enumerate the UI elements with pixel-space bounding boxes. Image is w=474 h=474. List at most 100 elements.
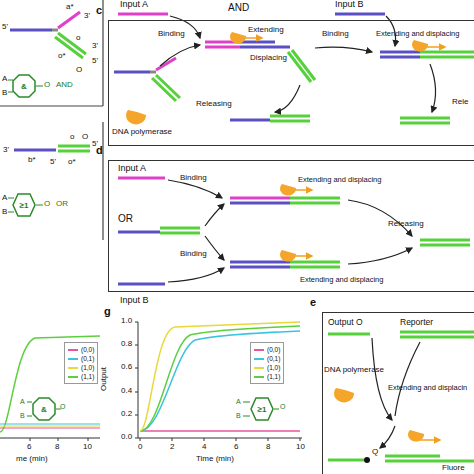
text-label: me (min) xyxy=(16,455,48,463)
text-label: Time (min) xyxy=(196,455,234,463)
legend-line xyxy=(68,349,78,351)
text-label: 5' xyxy=(92,140,98,148)
text-label: Binding xyxy=(322,30,349,38)
text-label: Output O xyxy=(328,318,363,327)
text-label: Releasing xyxy=(388,220,424,228)
text-label: Binding xyxy=(180,174,207,182)
text-label: 8 xyxy=(266,443,270,451)
text-label: A xyxy=(2,75,7,83)
legend-line xyxy=(254,349,264,351)
text-label: Extending and displacing xyxy=(376,30,459,38)
text-label: o* xyxy=(58,52,66,60)
gate-symbol: ≥1 xyxy=(20,201,29,210)
legend-text: (0,1) xyxy=(81,354,94,363)
text-label: B xyxy=(2,89,7,97)
text-label: 1.0 xyxy=(121,317,132,325)
panel-box: e xyxy=(322,312,474,474)
text-label: g xyxy=(104,306,111,317)
logic-gate: & xyxy=(12,74,36,98)
text-label: Extending xyxy=(248,26,284,34)
gate-pin: O xyxy=(280,403,285,410)
text-label: O xyxy=(76,66,82,74)
gate-pin: O xyxy=(44,81,50,89)
text-label: Q xyxy=(372,448,378,456)
legend-row: (0,1) xyxy=(254,354,280,363)
text-label: B xyxy=(2,208,7,216)
text-label: DNA polymerase xyxy=(112,128,172,136)
legend-row: (1,1) xyxy=(254,372,280,381)
legend-text: (1,0) xyxy=(81,363,94,372)
text-label: 0 xyxy=(138,443,142,451)
text-label: 0.6 xyxy=(121,363,132,371)
gate-pin: B xyxy=(236,412,241,419)
text-label: Input B xyxy=(335,0,364,9)
panel-letter: c xyxy=(96,4,102,16)
axis-title: Output xyxy=(100,367,108,391)
text-label: o xyxy=(70,133,74,141)
legend-row: (1,1) xyxy=(68,372,94,381)
text-label: 5' xyxy=(92,57,98,65)
gate-symbol: ≥1 xyxy=(258,405,267,414)
legend-line xyxy=(68,358,78,360)
legend-text: (0,0) xyxy=(81,345,94,354)
text-label: 10 xyxy=(83,443,92,451)
text-label: 6 xyxy=(27,443,31,451)
text-label: 0.0 xyxy=(121,433,132,441)
text-label: 4 xyxy=(202,443,206,451)
text-label: 3' xyxy=(3,146,9,154)
text-label: Input B xyxy=(120,296,149,305)
legend-line xyxy=(68,367,78,369)
text-label: 0.4 xyxy=(121,387,132,395)
legend-text: (1,0) xyxy=(267,363,280,372)
logic-gate: ≥1 xyxy=(12,193,36,217)
text-label: Extending and displacin xyxy=(388,384,467,392)
text-label: Rele xyxy=(452,98,468,106)
text-label: o* xyxy=(68,158,76,166)
legend-text: (1,1) xyxy=(81,372,94,381)
chart-legend: (0,0)(0,1)(1,0)(1,1) xyxy=(64,342,98,384)
text-label: 5' xyxy=(2,23,8,31)
gate-pin: OR xyxy=(56,200,68,208)
text-label: 0.2 xyxy=(121,410,132,418)
text-label: DNA polymerase xyxy=(324,366,384,374)
text-label: Input A xyxy=(120,0,148,9)
legend-line xyxy=(68,376,78,378)
legend-line xyxy=(254,358,264,360)
text-label: 8 xyxy=(55,443,59,451)
legend-row: (1,0) xyxy=(68,363,94,372)
text-label: 2 xyxy=(170,443,174,451)
logic-gate: ≥1 xyxy=(250,397,274,421)
legend-row: (0,1) xyxy=(68,354,94,363)
logic-gate: & xyxy=(32,397,56,421)
text-label: Binding xyxy=(158,30,185,38)
legend-text: (0,0) xyxy=(267,345,280,354)
text-label: a* xyxy=(66,3,74,11)
text-label: 5' xyxy=(50,158,56,166)
gate-pin: AND xyxy=(56,81,73,89)
gate-pin: A xyxy=(20,398,25,405)
text-label: Displacing xyxy=(250,54,287,62)
gate-pin: O xyxy=(60,403,65,410)
text-label: Releasing xyxy=(196,100,232,108)
legend-text: (1,1) xyxy=(267,372,280,381)
legend-text: (0,1) xyxy=(267,354,280,363)
gate-pin: B xyxy=(20,412,25,419)
text-label: Binding xyxy=(180,250,207,258)
legend-line xyxy=(254,367,264,369)
text-label: AND xyxy=(228,3,249,13)
text-label: Fluore xyxy=(442,464,465,472)
text-label: 3' xyxy=(92,42,98,50)
text-label: 0.8 xyxy=(121,340,132,348)
text-label: OR xyxy=(118,214,133,224)
text-label: 3' xyxy=(84,12,90,20)
text-label: 10 xyxy=(296,443,305,451)
panel-letter: e xyxy=(310,296,316,308)
text-label: O xyxy=(82,133,88,141)
gate-symbol: & xyxy=(41,405,47,414)
text-label: o xyxy=(76,34,80,42)
text-label: b* xyxy=(28,156,36,164)
legend-line xyxy=(254,376,264,378)
legend-row: (0,0) xyxy=(254,345,280,354)
legend-row: (1,0) xyxy=(254,363,280,372)
text-label: Extending and displacing xyxy=(298,176,381,184)
